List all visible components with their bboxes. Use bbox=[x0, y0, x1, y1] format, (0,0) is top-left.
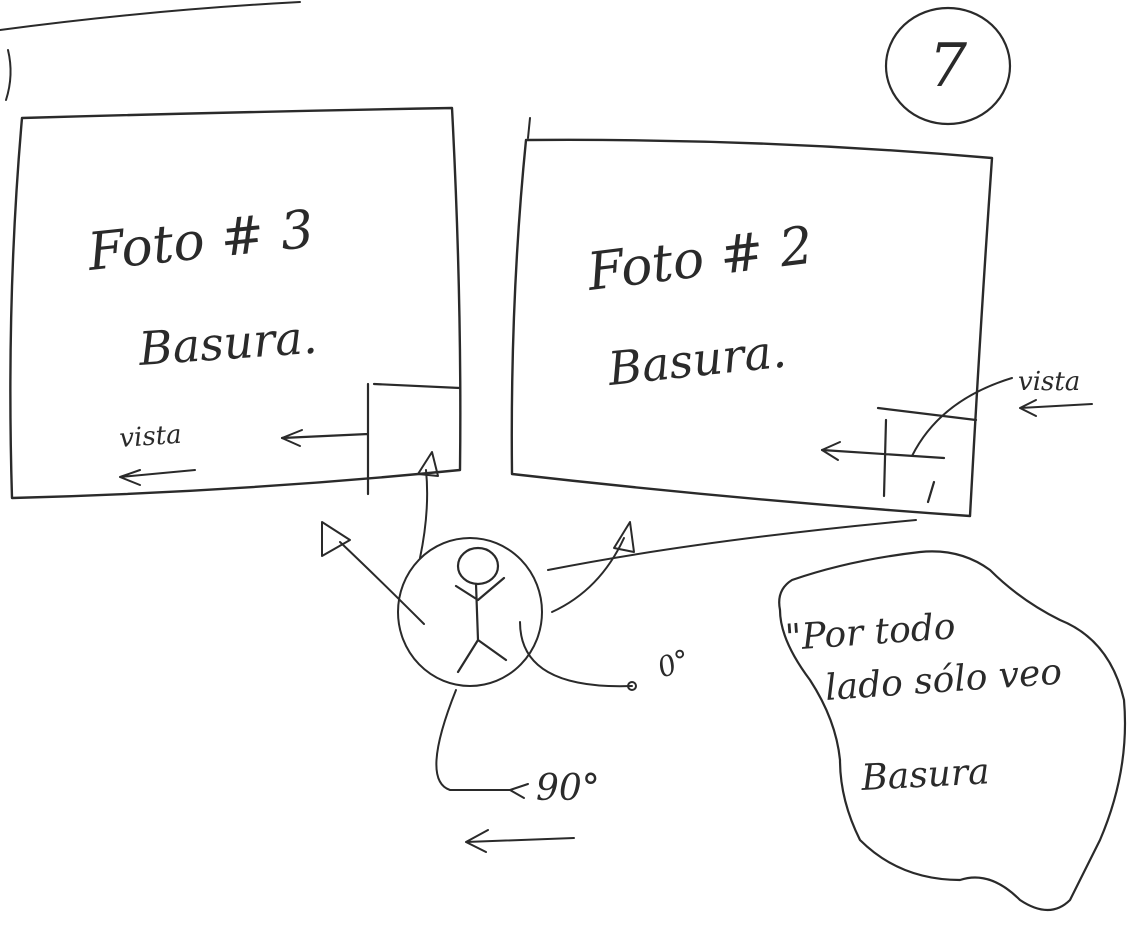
frame-3-view-arrow bbox=[120, 470, 195, 485]
bubble-line-1: "Por todo bbox=[784, 606, 957, 659]
arrow-upper-left bbox=[340, 542, 424, 624]
arrow-to-frame-3 bbox=[420, 470, 427, 558]
bubble-line-2: lado sólo veo bbox=[824, 652, 1064, 709]
arrow-ninety-degrees bbox=[436, 690, 510, 790]
page-number: 7 bbox=[929, 31, 968, 101]
angle-zero-label: 0° bbox=[653, 643, 694, 685]
stick-figure-icon bbox=[398, 538, 542, 686]
right-view-arrow bbox=[1020, 400, 1092, 416]
triangle-marker-upper-left bbox=[322, 522, 350, 556]
frame-3-border bbox=[10, 108, 460, 498]
right-view-pointer bbox=[912, 378, 1012, 456]
photo-frame-3: Foto # 3 Basura. vista bbox=[10, 108, 460, 498]
arrow-zero-degrees bbox=[520, 622, 632, 686]
figure-circle bbox=[398, 538, 542, 686]
frame-3-subtitle: Basura. bbox=[136, 310, 319, 376]
frame-2-subtitle: Basura. bbox=[605, 324, 789, 396]
speech-bubble bbox=[779, 551, 1125, 910]
left-edge-mark bbox=[6, 50, 11, 100]
frame-2-title: Foto # 2 bbox=[583, 216, 816, 303]
right-view-label: vista bbox=[1018, 367, 1080, 397]
angle-ninety-label: 90° bbox=[536, 768, 600, 809]
frame-3-title: Foto # 3 bbox=[84, 200, 316, 283]
line-to-frame-2 bbox=[548, 520, 916, 570]
bottom-left-arrow bbox=[466, 830, 574, 852]
frame-3-view-label: vista bbox=[118, 420, 182, 454]
frame-2-corner-mark bbox=[528, 118, 530, 138]
arrow-upper-right bbox=[552, 538, 624, 612]
top-border-line bbox=[0, 2, 300, 30]
frame-2-crosshair bbox=[822, 408, 976, 502]
photo-frame-2: Foto # 2 Basura. bbox=[512, 118, 992, 516]
bubble-line-3: Basura bbox=[859, 751, 990, 799]
ninety-arrowhead bbox=[510, 784, 528, 798]
figure-head bbox=[458, 548, 498, 584]
figure-body bbox=[456, 578, 506, 672]
